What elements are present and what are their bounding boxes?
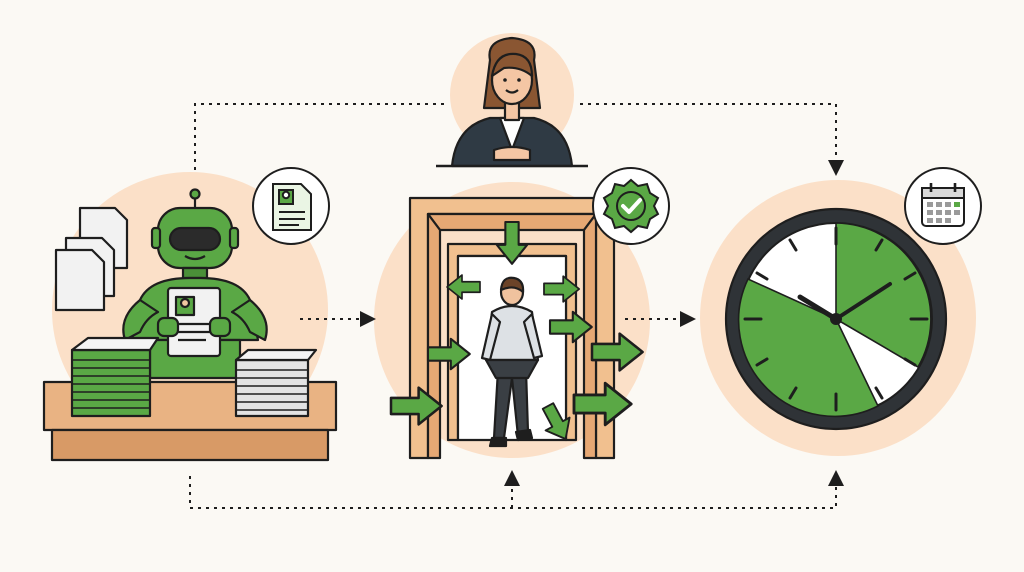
- recruiter-figure: [436, 36, 588, 168]
- candidate-figure: [480, 276, 544, 448]
- clock-green-segment-lower: [737, 277, 880, 418]
- clock-minute-hand: [834, 282, 892, 321]
- resume-document-icon: [252, 167, 330, 245]
- clock-green-segment-upper: [835, 222, 932, 369]
- pending-paper-stack: [234, 348, 318, 418]
- connector-recruiter-to-clock: [580, 103, 844, 176]
- verified-check-badge-icon: [592, 167, 670, 245]
- robot-screening-scene: [42, 188, 338, 462]
- clock-ticks: [743, 226, 929, 412]
- processed-paper-stack: [70, 336, 160, 418]
- desk-front: [50, 428, 330, 462]
- clock-hour-hand: [797, 294, 839, 322]
- robot-visor: [168, 226, 222, 252]
- connector-robot-to-recruiter: [194, 103, 445, 170]
- floating-resume-papers: [54, 206, 129, 312]
- calendar-icon: [904, 167, 982, 245]
- time-to-hire-clock: [724, 207, 948, 431]
- dotted-connectors: [189, 103, 844, 509]
